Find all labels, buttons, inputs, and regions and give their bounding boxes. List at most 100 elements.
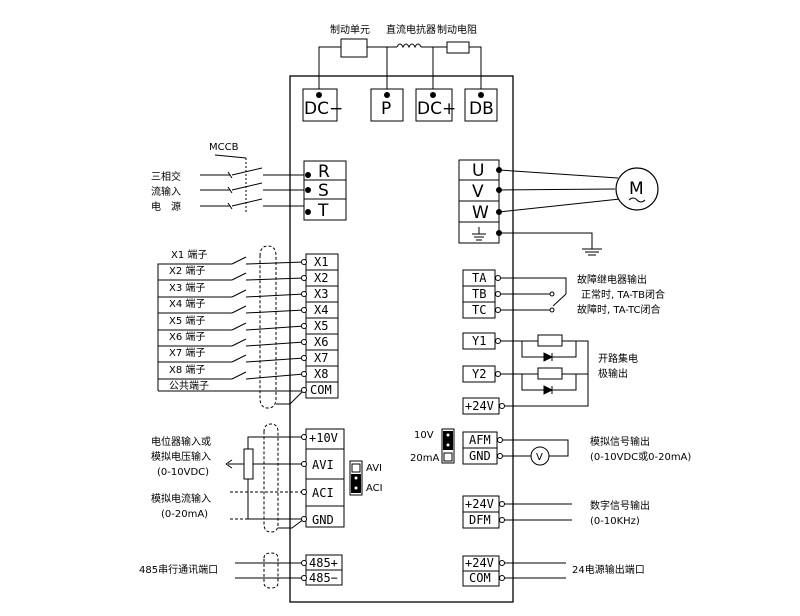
comm-port-label: 485串行通讯端口 [139, 563, 218, 576]
terminal-dfm[interactable]: DFM [469, 513, 491, 527]
open-collector-label-2: 极输出 [598, 367, 628, 380]
analog-output-terminal-block: AFM GND [462, 431, 503, 465]
relay-label-1: 故障继电器输出 [577, 273, 647, 286]
dc-terminal-block: DC− P DC+ DB [302, 88, 498, 122]
comm-terminal-block: 485+ 485− [301, 554, 343, 586]
terminal-aci[interactable]: ACI [312, 486, 334, 500]
ground-icon [472, 227, 486, 241]
jumper-avi-label: AVI [366, 463, 382, 474]
terminal-p-label: P [381, 99, 391, 119]
motor-wiring [498, 169, 621, 256]
terminal-dc-minus-label: DC− [304, 99, 343, 119]
terminal-gnd-output[interactable]: GND [469, 449, 491, 463]
uvw-terminal-block: U V W [458, 159, 502, 244]
digital-output-label-1: 数字信号输出 [590, 499, 650, 512]
relay-label-2: 正常时, TA-TB闭合 [581, 288, 665, 301]
y1-diode-icon [543, 352, 554, 362]
y1-load-resistor-icon [537, 334, 563, 347]
terminal-plus10v[interactable]: +10V [309, 431, 338, 445]
digital-output-wiring [505, 503, 572, 521]
terminal-ta[interactable]: TA [472, 271, 487, 285]
x5-input-label: X5 端子 [169, 314, 205, 327]
terminal-tb[interactable]: TB [472, 287, 486, 301]
terminal-x1[interactable]: X1 [314, 255, 328, 269]
terminal-x8[interactable]: X8 [314, 367, 328, 381]
analog-input-terminal-block: +10V AVI ACI GND [301, 428, 345, 528]
dc-reactor-icon [396, 43, 422, 49]
relay-label-3: 故障时, TA-TC闭合 [577, 303, 661, 316]
terminal-u-label: U [472, 161, 484, 181]
top-components [318, 38, 482, 95]
relay-wiring [501, 277, 567, 313]
terminal-com-out[interactable]: COM [469, 571, 491, 585]
terminal-485-plus[interactable]: 485+ [309, 556, 338, 570]
brake-unit-icon [340, 38, 368, 58]
terminal-x5[interactable]: X5 [314, 319, 328, 333]
terminal-t[interactable] [303, 198, 347, 221]
shield-cable-icon-2 [263, 423, 279, 533]
y2-load-resistor-icon [537, 367, 563, 380]
mccb-label: MCCB [209, 142, 239, 153]
current-input-label-1: 模拟电流输入 [151, 492, 211, 505]
x1-input-label: X1 端子 [171, 248, 207, 261]
terminal-24v-out[interactable]: +24V [465, 556, 494, 570]
terminal-x7[interactable]: X7 [314, 351, 328, 365]
terminal-afm[interactable]: AFM [469, 433, 491, 447]
digital-input-labels: X1 端子 X2 端子 X3 端子 X4 端子 X5 端子 X6 端子 X7 端… [169, 248, 209, 392]
digital-input-wiring [157, 245, 305, 409]
digital-input-terminal-block: X1 X2 X3 X4 X5 X6 X7 X8 COM [301, 253, 339, 399]
analog-output-jumper[interactable]: 10V 20mA [410, 428, 455, 464]
analog-output-wiring [503, 439, 569, 457]
terminal-y1-label: Y1 [472, 334, 486, 348]
shield-cable-icon [259, 245, 277, 409]
x2-input-label: X2 端子 [169, 264, 205, 277]
brake-resistor-icon [446, 41, 470, 54]
open-collector-label-1: 开路集电 [598, 352, 638, 365]
terminal-x3[interactable]: X3 [314, 287, 328, 301]
power-input-label-2: 流输入 [151, 185, 181, 198]
dc-reactor-label: 直流电抗器 [386, 23, 436, 36]
inverter-body [289, 75, 514, 603]
voltmeter-icon: V [530, 446, 550, 466]
analog-output-label-1: 模拟信号输出 [590, 435, 650, 448]
avi-aci-jumper[interactable]: AVI ACI [349, 460, 383, 496]
terminal-dc-plus-label: DC+ [417, 99, 456, 119]
terminal-gnd-input[interactable]: GND [312, 513, 334, 527]
pot-input-label-1: 电位器输入或 [151, 435, 211, 448]
power-output-wiring [505, 562, 566, 579]
digital-output-label-2: (0-10KHz) [590, 516, 640, 527]
y2-diode-icon [543, 385, 554, 395]
terminal-tc[interactable]: TC [472, 303, 486, 317]
jumper-aci-label: ACI [366, 483, 383, 494]
pot-input-label-3: (0-10VDC) [157, 467, 209, 478]
relay-terminal-block: TA TB TC [462, 269, 501, 319]
common-input-label: 公共端子 [169, 379, 209, 392]
terminal-r-label: R [318, 162, 330, 182]
rst-terminal-block: R S T [303, 160, 347, 221]
x3-input-label: X3 端子 [169, 281, 205, 294]
terminal-x4[interactable]: X4 [314, 303, 328, 317]
terminal-24v-dfm[interactable]: +24V [465, 497, 494, 511]
x8-input-label: X8 端子 [169, 363, 205, 376]
shield-cable-icon-3 [263, 552, 279, 589]
brake-unit-label: 制动单元 [330, 23, 370, 36]
digital-output-terminal-block: +24V DFM [462, 495, 505, 529]
terminal-v-label: V [472, 182, 484, 202]
motor-icon: M [615, 167, 659, 211]
brake-resistor-label: 制动电阻 [437, 23, 477, 36]
terminal-avi[interactable]: AVI [312, 458, 334, 472]
pot-input-label-2: 模拟电压输入 [151, 450, 211, 463]
terminal-x6[interactable]: X6 [314, 335, 328, 349]
voltmeter-label: V [536, 452, 543, 463]
terminal-s-label: S [318, 181, 329, 201]
current-input-label-2: (0-20mA) [161, 509, 208, 520]
terminal-com-input[interactable]: COM [310, 383, 332, 397]
x7-input-label: X7 端子 [169, 346, 205, 359]
terminal-x2[interactable]: X2 [314, 271, 328, 285]
motor-label: M [629, 179, 644, 199]
terminal-y2-label: Y2 [472, 367, 486, 381]
terminal-t-label: T [317, 201, 329, 221]
analog-input-wiring [225, 423, 305, 533]
terminal-485-minus[interactable]: 485− [309, 571, 338, 585]
